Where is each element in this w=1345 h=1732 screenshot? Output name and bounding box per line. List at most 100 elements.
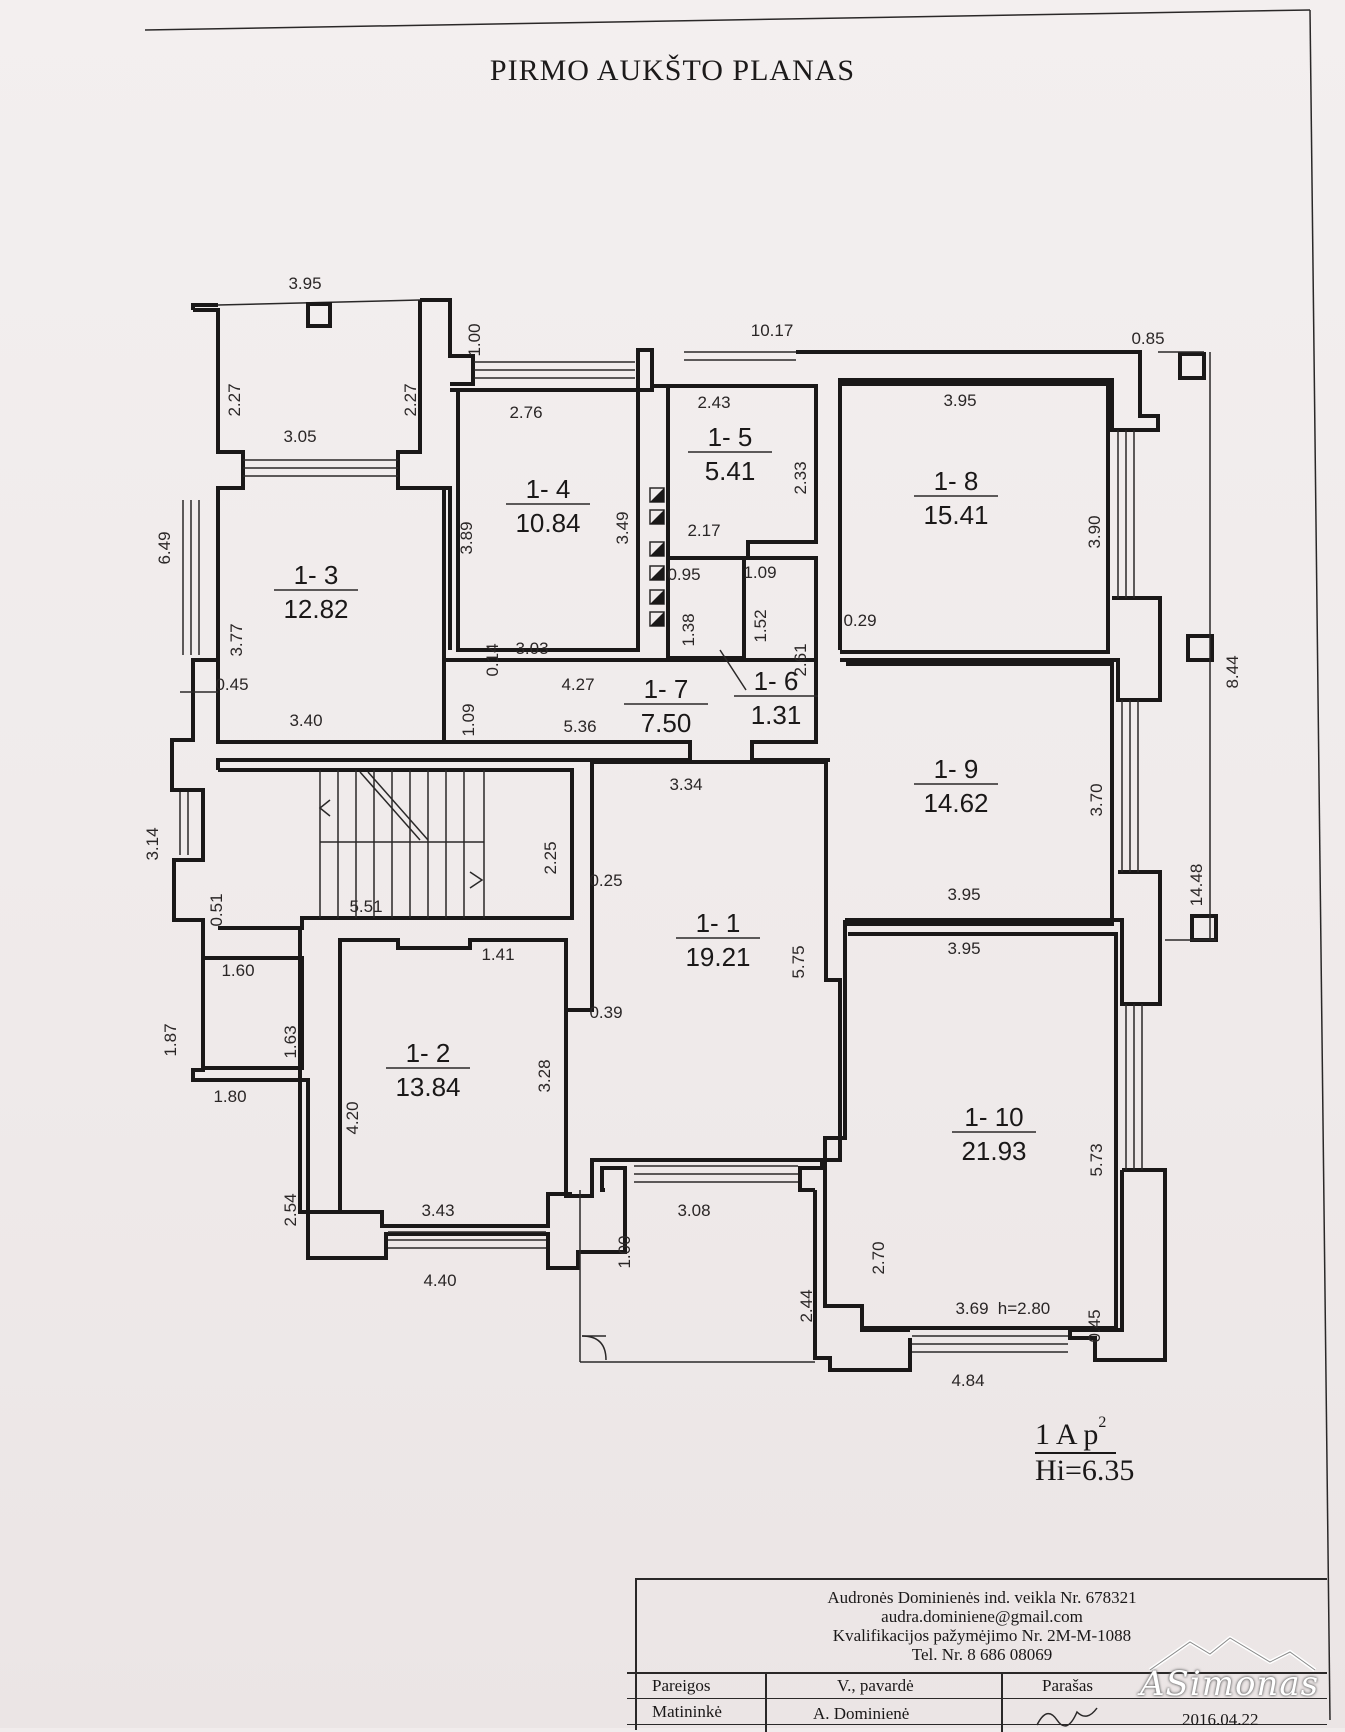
dimension-label: 3.69	[955, 1299, 988, 1318]
plan-title: PIRMO AUKŠTO PLANAS	[489, 54, 856, 87]
dimension-label: 10.17	[751, 321, 794, 340]
dimension-label: 0.85	[1131, 329, 1164, 348]
title-block: Audronės Dominienės ind. veikla Nr. 6783…	[627, 1578, 1327, 1732]
room-id: 1- 10	[964, 1102, 1023, 1132]
staircase	[318, 770, 485, 918]
porch-outline	[217, 299, 1218, 942]
room-labels: 1- 119.211- 213.841- 312.821- 410.841- 5…	[274, 422, 1036, 1166]
title-block-col-line	[1001, 1672, 1003, 1732]
room-id: 1- 6	[754, 666, 799, 696]
dimension-label: 1.00	[615, 1235, 634, 1268]
dimension-label: 5.75	[789, 945, 808, 978]
wall-rooms-1-8-1-9-1-10	[840, 382, 1118, 1330]
dimension-label: 1.80	[213, 1087, 246, 1106]
floor-superscript: 2	[1098, 1414, 1107, 1431]
wall-bottom-right	[798, 920, 910, 1332]
dimension-label: 1.09	[743, 563, 776, 582]
dimension-label: 2.33	[791, 461, 810, 494]
sheet-right-border	[1309, 9, 1331, 1721]
email-line: audra.dominiene@gmail.com	[881, 1607, 1083, 1626]
dimension-label: 1.87	[161, 1023, 180, 1056]
dimension-label: 4.27	[561, 675, 594, 694]
dimension-label: 3.49	[613, 511, 632, 544]
dimension-label: 5.51	[349, 897, 382, 916]
dimension-label: 5.36	[563, 717, 596, 736]
title-block-row-line	[627, 1724, 1327, 1725]
dimension-label: 0.51	[207, 893, 226, 926]
floor-summary: 1 A p2 Hi=6.35	[1035, 1412, 1134, 1488]
room-id: 1- 2	[406, 1038, 451, 1068]
dimension-label: 2.70	[869, 1241, 888, 1274]
dimension-label: 2.43	[697, 393, 730, 412]
dimension-label: 2.25	[541, 841, 560, 874]
dimension-label: 3.43	[421, 1201, 454, 1220]
dimension-label: 1.00	[465, 323, 484, 356]
license-line: Kvalifikacijos pažymėjimo Nr. 2M-M-1088	[832, 1626, 1132, 1645]
wall-room-1-2	[298, 928, 572, 1228]
room-id: 1- 5	[708, 422, 753, 452]
dimension-label: 2.61	[791, 643, 810, 676]
title-block-col-line	[765, 1672, 767, 1732]
dimension-label: 0.39	[589, 1003, 622, 1022]
watermark-logo: ASimonas	[1140, 1632, 1320, 1704]
title-block-grid	[627, 1672, 1327, 1674]
dimension-label: 0.95	[667, 565, 700, 584]
dimension-label: 3.03	[515, 639, 548, 658]
entrance-steps	[180, 649, 815, 1363]
dimension-label: 3.77	[227, 623, 246, 656]
dimension-labels: 3.95 2.27 2.27 1.00 3.05 6.49 10.17 0.85 2.43 2.7…	[143, 274, 1242, 1390]
dimension-label: 3.95	[288, 274, 321, 293]
exterior-wall-top	[191, 298, 475, 386]
company-line: Audronės Dominienės ind. veikla Nr. 6783…	[827, 1588, 1137, 1607]
room-id: 1- 7	[644, 674, 689, 704]
dimension-label: 0.25	[589, 871, 622, 890]
dimension-label: 8.44	[1223, 655, 1242, 688]
dimension-label: 3.89	[457, 521, 476, 554]
room-area: 10.84	[515, 508, 580, 538]
dimension-label: 1.63	[281, 1025, 300, 1058]
dimension-label: 3.05	[283, 427, 316, 446]
wall-right-exterior	[796, 350, 1167, 1372]
dimension-label: 3.95	[947, 885, 980, 904]
dimension-label: 1.09	[459, 703, 478, 736]
dimension-label: 4.40	[423, 1271, 456, 1290]
dimension-label: 5.73	[1087, 1143, 1106, 1176]
dimension-label: 0.14	[483, 643, 502, 676]
dimension-label: 4.20	[343, 1101, 362, 1134]
dimension-label: 2.54	[281, 1193, 300, 1226]
dimension-label: 2.27	[225, 383, 244, 416]
room-area: 13.84	[395, 1072, 460, 1102]
room-id: 1- 9	[934, 754, 979, 784]
wall-stairs	[218, 768, 574, 930]
dimension-label: 4.84	[951, 1371, 984, 1390]
surveyor-info: Audronės Dominienės ind. veikla Nr. 6783…	[637, 1588, 1327, 1664]
room-area: 19.21	[685, 942, 750, 972]
dimension-label: 2.27	[401, 383, 420, 416]
wall-small-vestibule	[203, 956, 304, 1070]
wall-porch-right	[396, 300, 452, 650]
room-area: 12.82	[283, 594, 348, 624]
dimension-label: 3.70	[1087, 783, 1106, 816]
dimension-label: 3.08	[677, 1201, 710, 1220]
dimension-label: 2.17	[687, 521, 720, 540]
col-name-header: V., pavardė	[837, 1676, 914, 1695]
dimension-label: 1.60	[221, 961, 254, 980]
room-area: 15.41	[923, 500, 988, 530]
room-area: 1.31	[751, 700, 802, 730]
logo-text: ASimonas	[1140, 1664, 1320, 1704]
dimension-label: 1.52	[751, 609, 770, 642]
dimension-label: 3.28	[535, 1059, 554, 1092]
dimension-label: 14.48	[1187, 864, 1206, 907]
room-id: 1- 4	[526, 474, 571, 504]
dimension-label: 3.40	[289, 711, 322, 730]
house-roof-icon	[1148, 1635, 1317, 1672]
dimension-label: 3.95	[943, 391, 976, 410]
room-id: 1- 8	[934, 466, 979, 496]
dimension-label: 6.49	[155, 531, 174, 564]
dimension-label: 3.90	[1085, 515, 1104, 548]
col-role-header: Pareigos	[652, 1676, 711, 1695]
name-value: A. Dominienė	[813, 1704, 910, 1723]
dimension-label: 0.29	[843, 611, 876, 630]
